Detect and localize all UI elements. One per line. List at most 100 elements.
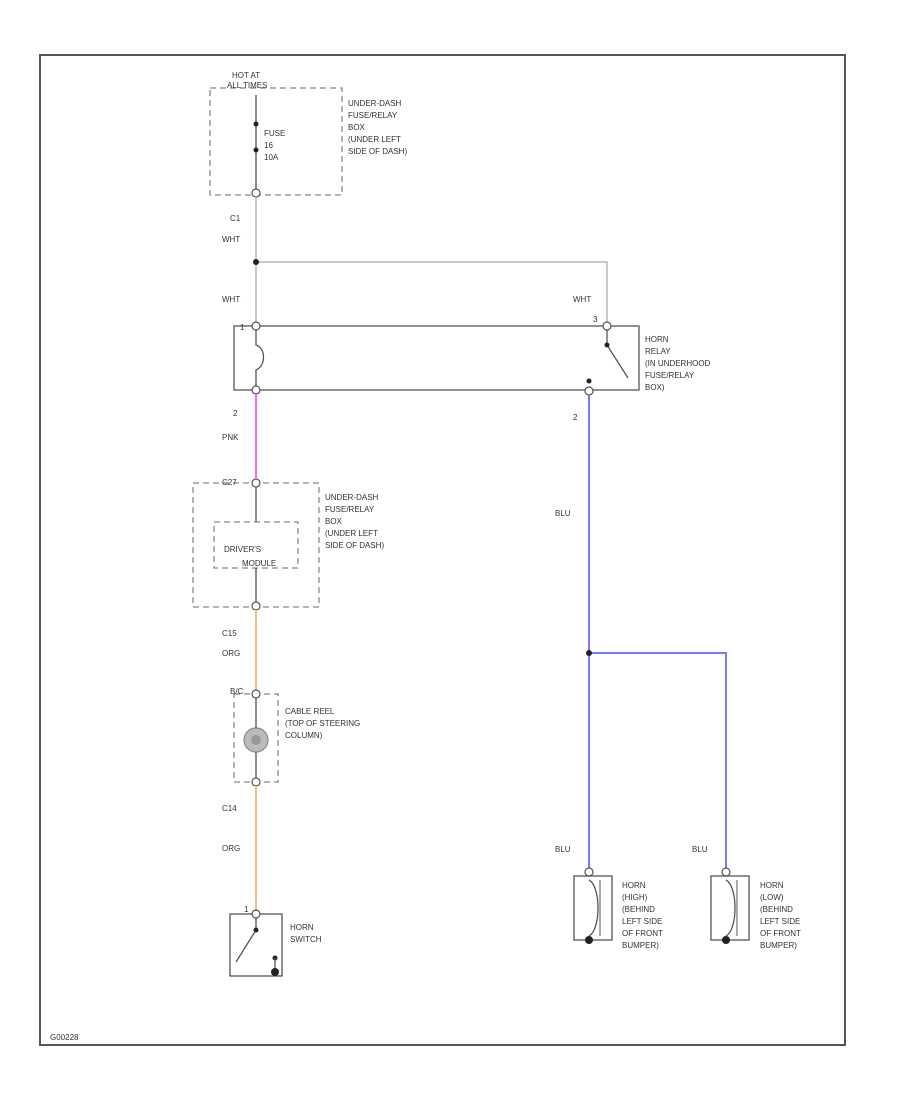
- horn-low-cone: [725, 879, 736, 937]
- wire-wht-label-3: WHT: [573, 295, 591, 304]
- horn-high-label-3: (BEHIND: [622, 905, 655, 914]
- horn-switch-arm: [235, 929, 257, 963]
- wire-pnk-label: PNK: [222, 433, 239, 442]
- horn-low-label-3: (BEHIND: [760, 905, 793, 914]
- fuse-terminal: [251, 188, 261, 198]
- cable-reel-terminal-top: [251, 689, 261, 699]
- wire-org-label-2: ORG: [222, 844, 240, 853]
- blu-wires: [586, 395, 727, 870]
- connector-c15-label: C15: [222, 629, 237, 638]
- relay-label-5: BOX): [645, 383, 665, 392]
- horn-high-label-2: (HIGH): [622, 893, 648, 902]
- relay-label-4: FUSE/RELAY: [645, 371, 695, 380]
- horn-relay: 1 3 HORN RELAY (IN UNDERHOOD FUSE/RELAY …: [233, 315, 711, 396]
- horn-high-cone: [588, 879, 599, 937]
- fusebox-top-label-4: (UNDER LEFT: [348, 135, 401, 144]
- relay-switch-arm: [606, 344, 629, 379]
- module-label-1: DRIVER'S: [224, 545, 261, 554]
- fusebox-mid-label-5: SIDE OF DASH): [325, 541, 384, 550]
- horn-low-label-1: HORN: [760, 881, 784, 890]
- fusebox-top-label-5: SIDE OF DASH): [348, 147, 407, 156]
- fuse-box-top: HOT AT ALL TIMES UNDER-DASH FUSE/RELAY B…: [209, 71, 407, 198]
- fusebox-top-label-2: FUSE/RELAY: [348, 111, 398, 120]
- fuse-contact-top: [253, 121, 259, 127]
- figure-id: G00228: [50, 1033, 79, 1042]
- connector-c14-label: C14: [222, 804, 237, 813]
- horn-low: HORN (LOW) (BEHIND LEFT SIDE OF FRONT BU…: [710, 867, 801, 950]
- relay-pin2-label: 2: [233, 409, 238, 418]
- relay-pin1-label: 1: [240, 323, 245, 332]
- wire-blu-label-2: BLU: [555, 845, 571, 854]
- fusebox-mid-label-1: UNDER-DASH: [325, 493, 379, 502]
- cable-reel-label-1: CABLE REEL: [285, 707, 335, 716]
- relay-label-2: RELAY: [645, 347, 671, 356]
- horn-high-body: [573, 875, 613, 941]
- wire-blu-label-1: BLU: [555, 509, 571, 518]
- cable-reel-label-3: COLUMN): [285, 731, 323, 740]
- relay-coil: [255, 330, 265, 386]
- relay-label-3: (IN UNDERHOOD: [645, 359, 711, 368]
- splice-wht: [253, 259, 259, 265]
- horn-switch-label-2: SWITCH: [290, 935, 322, 944]
- horn-high-label-6: BUMPER): [622, 941, 659, 950]
- relay-terminal-1: [251, 321, 261, 331]
- fuse-box-middle: C27 DRIVER'S MODULE UNDER-DASH FUSE/RELA…: [192, 478, 384, 611]
- horn-low-label-2: (LOW): [760, 893, 784, 902]
- cable-reel-hub: [251, 735, 261, 745]
- horn-switch-pin-label: 1: [244, 905, 249, 914]
- blu-wire-branch: [589, 652, 727, 870]
- horn-high-label-4: LEFT SIDE: [622, 917, 662, 926]
- horn-switch-label-1: HORN: [290, 923, 314, 932]
- horn-high: HORN (HIGH) (BEHIND LEFT SIDE OF FRONT B…: [573, 867, 663, 950]
- fuse-label-3: 10A: [264, 153, 279, 162]
- mid-box-terminal-top: [251, 478, 261, 488]
- hot-label-line1: HOT AT: [232, 71, 260, 80]
- horn-low-label-4: LEFT SIDE: [760, 917, 800, 926]
- cable-reel-label-2: (TOP OF STEERING: [285, 719, 360, 728]
- fusebox-top-label-1: UNDER-DASH: [348, 99, 402, 108]
- wire-wht-label-2: WHT: [222, 295, 240, 304]
- horn-high-terminal: [584, 867, 594, 877]
- fuse-label-2: 16: [264, 141, 273, 150]
- horn-low-label-5: OF FRONT: [760, 929, 801, 938]
- wire-blu-label-3: BLU: [692, 845, 708, 854]
- horn-low-terminal: [721, 867, 731, 877]
- horn-switch-ground: [271, 968, 279, 976]
- hot-label-line2: ALL TIMES: [227, 81, 267, 90]
- fuse-box-top-outline: [209, 87, 343, 196]
- relay-pin-b-label: 3: [593, 315, 598, 324]
- fuse-contact-bottom: [253, 147, 259, 153]
- horn-switch-terminal: [251, 909, 261, 919]
- cable-reel: B/C CABLE REEL (TOP OF STEERING COLUMN): [230, 687, 360, 787]
- horn-low-label-6: BUMPER): [760, 941, 797, 950]
- fusebox-mid-label-4: (UNDER LEFT: [325, 529, 378, 538]
- relay-switch-contact: [586, 378, 592, 384]
- horn-relay-box: [233, 325, 640, 391]
- horn-low-body: [710, 875, 750, 941]
- horn-high-label-1: HORN: [622, 881, 646, 890]
- cable-reel-terminal-bottom: [251, 777, 261, 787]
- relay-label-1: HORN: [645, 335, 669, 344]
- splice-blu: [586, 650, 592, 656]
- wht-wire-branch: [256, 261, 608, 322]
- horn-switch: 1 HORN SWITCH: [229, 905, 322, 977]
- horn-high-ground: [585, 936, 593, 944]
- connector-c1-label: C1: [230, 214, 241, 223]
- wire-wht-label-1: WHT: [222, 235, 240, 244]
- relay-terminal-3: [584, 386, 594, 396]
- horn-high-label-5: OF FRONT: [622, 929, 663, 938]
- diagram-frame: [39, 54, 846, 1046]
- connector-c27-label: C27: [222, 478, 237, 487]
- relay-pin2b-label: 2: [573, 413, 578, 422]
- fusebox-mid-label-3: BOX: [325, 517, 343, 526]
- horn-switch-pivot: [253, 927, 259, 933]
- wire-org-label-1: ORG: [222, 649, 240, 658]
- connector-c13-label: B/C: [230, 687, 244, 696]
- horn-low-ground: [722, 936, 730, 944]
- module-label-2: MODULE: [242, 559, 276, 568]
- mid-box-terminal-bottom: [251, 601, 261, 611]
- fusebox-top-label-3: BOX: [348, 123, 366, 132]
- wht-wires: [253, 197, 608, 322]
- relay-terminal-5: [602, 321, 612, 331]
